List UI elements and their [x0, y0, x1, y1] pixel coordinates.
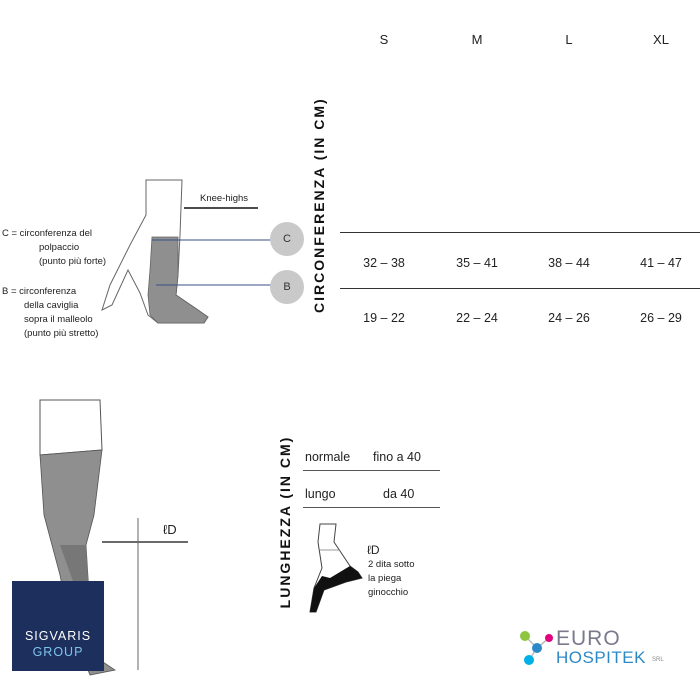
- table-line-b: [340, 288, 700, 289]
- b-description: B = circonferenza della caviglia sopra i…: [2, 286, 99, 339]
- ld-label-length: ℓD: [367, 543, 380, 557]
- table-line-c: [340, 232, 700, 233]
- ld-label-diagram: ℓD: [163, 522, 177, 537]
- value-c-l: 38 – 44: [548, 256, 590, 270]
- length-line-1: [303, 470, 440, 471]
- size-header-xl: XL: [653, 32, 669, 47]
- size-header-s: S: [379, 32, 389, 47]
- euro-logo-text: EURO: [556, 627, 621, 650]
- hospitek-logo-text: HOSPITEK: [556, 648, 646, 667]
- value-b-xl: 26 – 29: [640, 311, 682, 325]
- size-header-m: M: [471, 32, 483, 47]
- length-line-2: [303, 507, 440, 508]
- size-header-l: L: [565, 32, 573, 47]
- length-row-long-value: da 40: [383, 487, 415, 501]
- mini-leg-icon: [309, 523, 363, 613]
- value-c-s: 32 – 38: [363, 256, 405, 270]
- knee-highs-label: Knee-highs: [200, 193, 249, 204]
- length-note: 2 dita sotto la piega ginocchio: [368, 559, 415, 598]
- knee-high-leg-illustration: [101, 179, 272, 324]
- leg-length-illustration: [39, 399, 188, 676]
- group-logo-text: GROUP: [32, 645, 84, 659]
- value-c-m: 35 – 41: [456, 256, 498, 270]
- srl-logo-text: SRL: [652, 657, 664, 663]
- value-b-m: 22 – 24: [456, 311, 498, 325]
- marker-b: B: [270, 270, 304, 304]
- value-c-xl: 41 – 47: [640, 256, 682, 270]
- marker-c: C: [270, 222, 304, 256]
- length-row-long-name: lungo: [305, 487, 336, 501]
- c-description: C = circonferenza del polpaccio (punto p…: [2, 228, 107, 267]
- length-row-normal-name: normale: [305, 450, 351, 464]
- length-title: LUNGHEZZA (IN CM): [277, 435, 293, 609]
- sigvaris-group-logo: SIGVARIS GROUP: [12, 581, 104, 671]
- value-b-l: 24 – 26: [548, 311, 590, 325]
- length-row-normal-value: fino a 40: [373, 450, 421, 464]
- molecule-logo-icon: [520, 631, 553, 665]
- value-b-s: 19 – 22: [363, 311, 405, 325]
- sigvaris-logo-text: SIGVARIS: [24, 629, 92, 643]
